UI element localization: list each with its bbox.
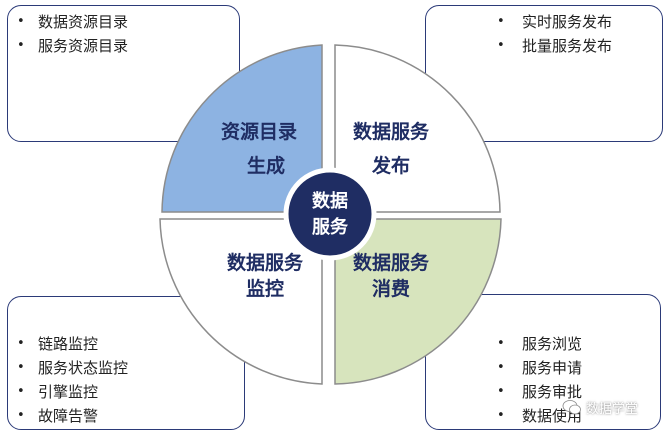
quadrant-label-line2: 监控 bbox=[246, 277, 284, 300]
quadrant-label-line1: 数据服务 bbox=[227, 251, 304, 274]
quadrant-top-left bbox=[161, 44, 323, 213]
quadrant-bottom-right bbox=[334, 218, 502, 385]
list-item: 批量服务发布 bbox=[426, 34, 662, 58]
quadrant-label-line1: 资源目录 bbox=[221, 120, 297, 143]
list-item: 实时服务发布 bbox=[426, 10, 662, 34]
catalog-items-box: 数据资源目录 服务资源目录 bbox=[7, 5, 240, 142]
quadrant-label-line2: 生成 bbox=[247, 154, 285, 177]
quadrant-label-line2: 发布 bbox=[371, 154, 410, 177]
list-item: 数据资源目录 bbox=[8, 10, 239, 34]
list-item: 服务浏览 bbox=[426, 332, 660, 356]
list-item: 服务申请 bbox=[426, 356, 660, 380]
list-item: 服务状态监控 bbox=[8, 356, 244, 380]
list-item: 故障告警 bbox=[8, 404, 244, 428]
quadrant-label-line1: 数据服务 bbox=[353, 251, 430, 274]
center-hub bbox=[283, 167, 377, 261]
list-item: 服务审批 bbox=[426, 380, 660, 404]
list-item: 引擎监控 bbox=[8, 380, 244, 404]
watermark-text: 数据学堂 bbox=[586, 402, 639, 417]
center-label-line1: 数据 bbox=[312, 190, 348, 212]
quadrant-label-line2: 消费 bbox=[372, 277, 410, 300]
list-item: 服务资源目录 bbox=[8, 34, 239, 58]
list-item: 链路监控 bbox=[8, 332, 244, 356]
wechat-icon bbox=[562, 400, 581, 415]
list-item: 数据使用 bbox=[426, 404, 660, 428]
quadrant-top-right bbox=[334, 44, 501, 213]
center-label-line2: 服务 bbox=[312, 216, 349, 238]
consume-items-box: 服务浏览 服务申请 服务审批 数据使用 bbox=[425, 294, 661, 430]
watermark: 数据学堂 bbox=[562, 398, 638, 417]
quadrant-bottom-left bbox=[159, 218, 323, 385]
quadrant-label-line1: 数据服务 bbox=[353, 120, 430, 143]
